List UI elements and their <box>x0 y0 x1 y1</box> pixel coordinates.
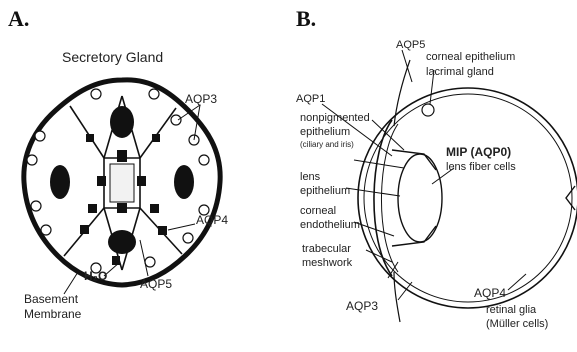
muller-label: (Müller cells) <box>486 319 548 331</box>
secretory-gland-drawing <box>24 80 220 294</box>
epithelium-label: epithelium <box>300 127 350 139</box>
corneal-epithelium-label: corneal epithelium <box>426 52 515 64</box>
retina-layer <box>364 94 572 302</box>
nonpigmented-label: nonpigmented <box>300 113 370 125</box>
eye-drawing <box>322 50 577 322</box>
aqp3-label: AQP3 <box>185 93 217 106</box>
panel-b-leaders <box>322 50 526 300</box>
endothelium-label: endothelium <box>300 220 360 232</box>
basement-label: Basement <box>24 293 78 306</box>
lens <box>398 154 442 242</box>
aqp3-b-label: AQP3 <box>346 300 378 313</box>
gland-title: Secretory Gland <box>62 50 163 65</box>
lumen <box>110 164 134 202</box>
aqp5-top-label: AQP5 <box>396 40 425 52</box>
trabecular-label: trabecular <box>302 244 351 256</box>
aqp1-label: AQP1 <box>296 94 325 106</box>
optic-nerve <box>566 186 575 210</box>
upper-eyelid <box>394 60 410 126</box>
aqp4-b-label: AQP4 <box>474 287 506 300</box>
lacrimal-gland <box>422 104 434 116</box>
h2o-label: H₂O <box>84 270 107 283</box>
aqp4-label: AQP4 <box>196 214 228 227</box>
lens-fiber-label: lens fiber cells <box>446 162 516 174</box>
iris-lower <box>392 226 436 246</box>
membrane-label: Membrane <box>24 308 81 321</box>
corneal-label: corneal <box>300 206 336 218</box>
aqp5-label: AQP5 <box>140 278 172 291</box>
lacrimal-gland-label: lacrimal gland <box>426 67 494 79</box>
meshwork-label: meshwork <box>302 258 352 270</box>
lens-epithelium-label: epithelium <box>300 186 350 198</box>
lens-label: lens <box>300 172 320 184</box>
retinal-glia-label: retinal glia <box>486 305 536 317</box>
mip-label: MIP (AQP0) <box>446 146 511 159</box>
ciliary-iris-label: (ciliary and iris) <box>300 141 354 149</box>
